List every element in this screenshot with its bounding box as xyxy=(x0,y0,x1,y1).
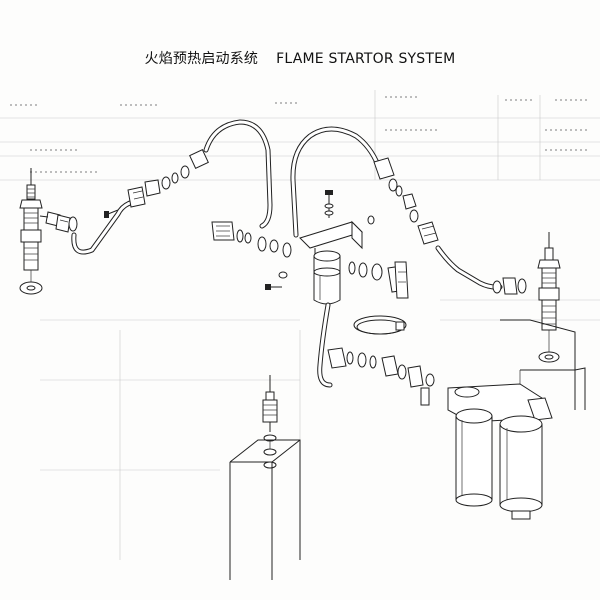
fuel-pipe-arc-right xyxy=(290,126,439,245)
diagram-title: 火焰预热启动系统 FLAME STARTOR SYSTEM xyxy=(0,48,600,68)
fuel-pipe-right xyxy=(435,245,527,295)
valve-inlet-fittings xyxy=(211,221,292,258)
fuel-pipe-left xyxy=(71,149,209,255)
valve-outlet-fittings xyxy=(348,261,409,299)
hose-clamp xyxy=(353,315,407,335)
title-english: FLAME STARTOR SYSTEM xyxy=(276,51,456,67)
solenoid-valve-center xyxy=(299,220,363,305)
bleed-through-background xyxy=(0,90,600,560)
engine-block-lower xyxy=(229,439,301,580)
left-plug-fittings xyxy=(39,211,78,233)
twin-fuel-filter xyxy=(447,383,553,520)
fuel-pipe-arc-left xyxy=(203,119,273,229)
glow-plug-left xyxy=(19,168,43,295)
title-chinese: 火焰预热启动系统 xyxy=(144,51,259,67)
filter-inlet-fittings xyxy=(327,347,435,406)
glow-plug-right xyxy=(537,232,561,363)
glow-plug-lower xyxy=(262,375,278,469)
valve-mount-bolt xyxy=(324,190,375,225)
small-screws xyxy=(265,271,288,290)
fuel-pipe-lower xyxy=(317,302,333,388)
